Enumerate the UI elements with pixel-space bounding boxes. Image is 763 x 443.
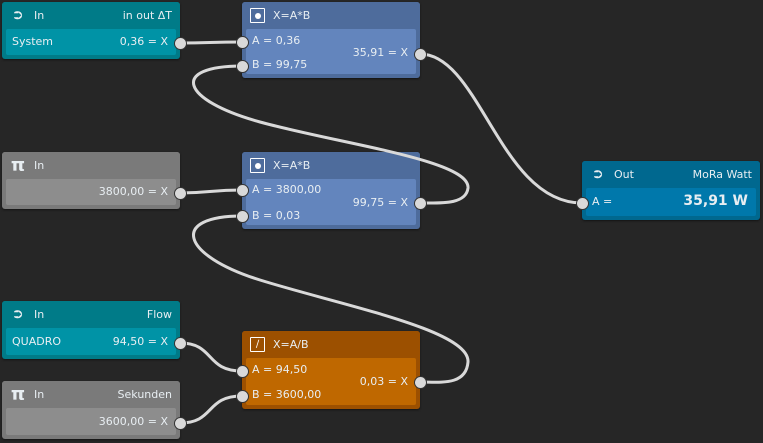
divide-icon: ∕ [250,337,265,352]
wire-in1-to-mul1-a [179,40,243,45]
output-value: 0,36 = X [119,35,168,48]
output-value: 0,03 = X [359,375,408,388]
wire-const2-to-div-b [179,394,243,425]
input-port-a[interactable] [236,365,249,378]
output-port[interactable] [414,48,427,61]
source-label: QUADRO [12,335,62,348]
node-name: in out ΔT [122,9,172,22]
output-port[interactable] [174,37,187,50]
pi-icon: π [10,384,26,405]
output-port[interactable] [174,187,187,200]
multiply-icon [250,158,265,173]
input-port-a[interactable] [236,36,249,49]
input-port-a[interactable] [236,184,249,197]
output-port[interactable] [174,337,187,350]
input-port-b[interactable] [236,390,249,403]
wire-in2-to-div-a [179,341,243,373]
input-port-b[interactable] [236,60,249,73]
output-port[interactable] [414,197,427,210]
output-port[interactable] [174,417,187,430]
output-display-value: 35,91 W [683,193,748,209]
output-value: 94,50 = X [112,335,168,348]
output-value: 35,91 = X [352,46,408,59]
output-port[interactable] [414,376,427,389]
wire-const1-to-mul2-a [179,188,243,195]
output-value: 3800,00 = X [98,185,168,198]
input-a-label: A = 0,36 [252,34,301,47]
input-a-label: A = 3800,00 [252,183,322,196]
output-arrow-icon: ⮊ [593,167,603,181]
wire-mul2-to-mul1-b [192,64,470,205]
input-b-label: B = 0,03 [252,209,301,222]
output-value: 99,75 = X [352,196,408,209]
input-a-label: A = 94,50 [252,363,308,376]
wire-mul1-to-out [419,52,583,205]
wire-div-to-mul2-b [192,214,470,384]
input-port-a[interactable] [576,197,589,210]
pi-icon: π [10,155,26,176]
output-value: 3600,00 = X [98,415,168,428]
multiply-icon [250,8,265,23]
node-name: MoRa Watt [692,168,752,181]
node-name: Sekunden [117,388,172,401]
input-port-b[interactable] [236,210,249,223]
input-arrow-icon: ⮊ [13,307,23,321]
source-label: System [12,35,54,48]
input-b-label: B = 3600,00 [252,388,322,401]
node-name: Flow [146,308,172,321]
input-a-label: A = [592,195,613,208]
input-b-label: B = 99,75 [252,58,308,71]
input-arrow-icon: ⮊ [13,8,23,22]
